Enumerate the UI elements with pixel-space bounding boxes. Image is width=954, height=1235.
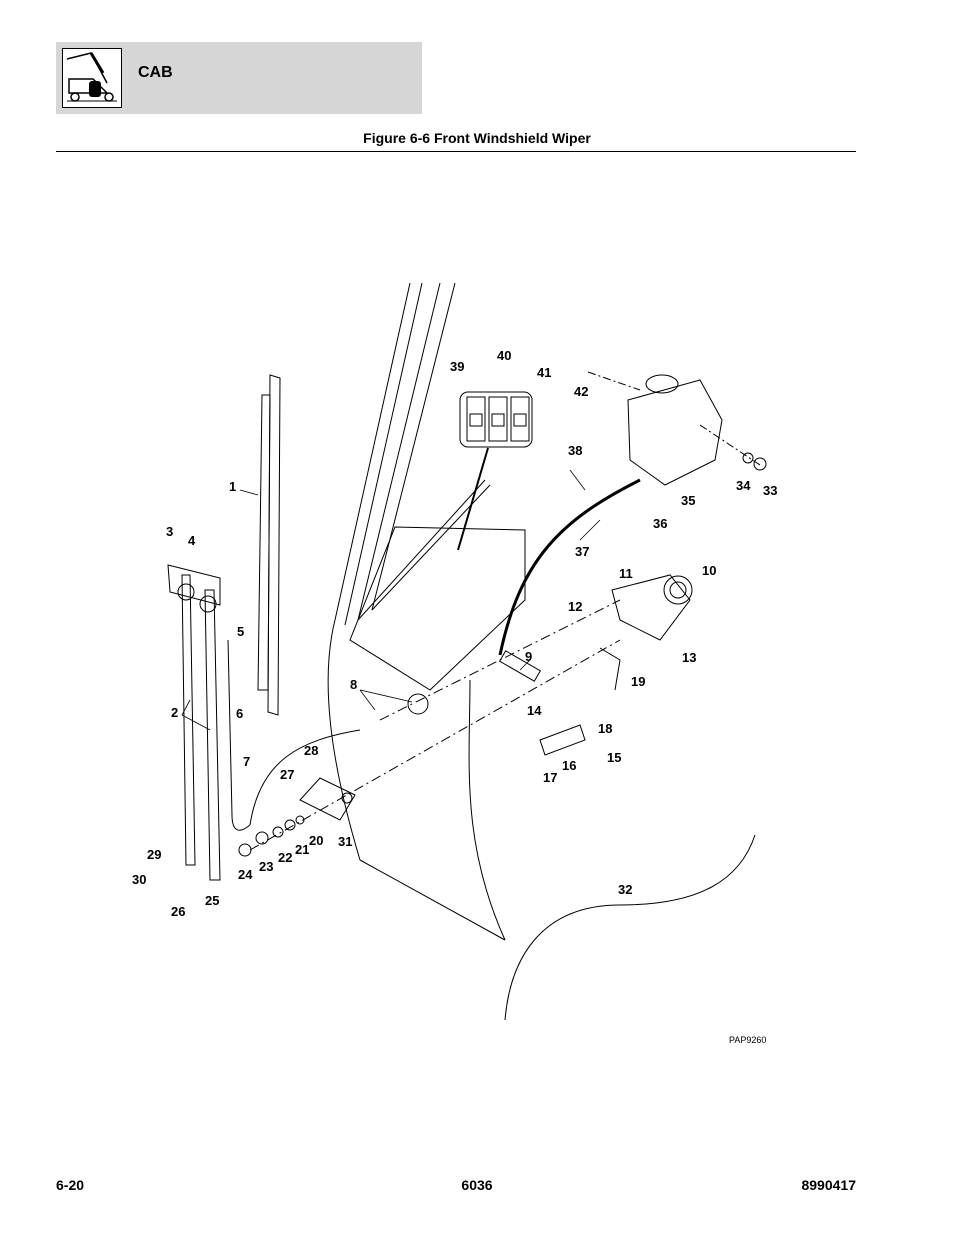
switch-panel [457, 391, 533, 551]
cab-frame [327, 282, 526, 941]
wiper-harness [504, 834, 756, 1021]
callout-label: 12 [568, 599, 582, 614]
callout-label: 16 [562, 758, 576, 773]
wiper-arms [167, 564, 361, 881]
callout-label: 1 [229, 479, 236, 494]
section-header: CAB [56, 42, 422, 114]
callout-label: 6 [236, 706, 243, 721]
wiper-motor [599, 574, 693, 691]
callout-label: 2 [171, 705, 178, 720]
callout-label: 31 [338, 834, 352, 849]
washer-hose [498, 478, 641, 656]
callout-label: 28 [304, 743, 318, 758]
telehandler-icon [62, 48, 122, 108]
callout-label: 25 [205, 893, 219, 908]
callout-label: 17 [543, 770, 557, 785]
callout-label: 13 [682, 650, 696, 665]
callout-label: 4 [188, 533, 196, 548]
callout-label: 10 [702, 563, 716, 578]
model-number: 6036 [461, 1177, 493, 1193]
callout-label: 35 [681, 493, 695, 508]
callout-label: 33 [763, 483, 777, 498]
figure-title: Figure 6-6 Front Windshield Wiper [363, 130, 591, 146]
callout-label: 3 [166, 524, 173, 539]
document-part-number: 8990417 [801, 1177, 856, 1193]
washer-reservoir [587, 371, 767, 486]
callout-label: 27 [280, 767, 294, 782]
callout-label: 32 [618, 882, 632, 897]
callout-label: 41 [537, 365, 551, 380]
section-title: CAB [138, 64, 173, 81]
callout-label: 15 [607, 750, 621, 765]
wiper-linkage [238, 599, 621, 857]
callout-label: 37 [575, 544, 589, 559]
callout-label: 29 [147, 847, 161, 862]
callout-label: 21 [295, 842, 309, 857]
leader-lines [181, 469, 601, 731]
callout-label: 26 [171, 904, 185, 919]
callout-label: 30 [132, 872, 146, 887]
header-rule [56, 151, 856, 152]
image-reference: PAP9260 [729, 1035, 766, 1045]
callout-label: 11 [619, 566, 633, 581]
callout-label: 40 [497, 348, 511, 363]
callout-labels: 1 2 3 4 5 6 7 8 9 10 11 12 13 14 15 16 1… [132, 348, 777, 919]
callout-label: 14 [527, 703, 542, 718]
callout-label: 8 [350, 677, 357, 692]
callout-label: 19 [631, 674, 645, 689]
callout-label: 20 [309, 833, 323, 848]
callout-label: 23 [259, 859, 273, 874]
callout-label: 36 [653, 516, 667, 531]
callout-label: 7 [243, 754, 250, 769]
page-number: 6-20 [56, 1177, 85, 1193]
wiper-blade [257, 374, 281, 716]
callout-label: 34 [736, 478, 751, 493]
callout-label: 22 [278, 850, 292, 865]
callout-label: 18 [598, 721, 612, 736]
callout-label: 38 [568, 443, 582, 458]
callout-label: 24 [238, 867, 253, 882]
callout-label: 9 [525, 649, 532, 664]
callout-label: 42 [574, 384, 588, 399]
callout-label: 39 [450, 359, 464, 374]
callout-label: 5 [237, 624, 244, 639]
